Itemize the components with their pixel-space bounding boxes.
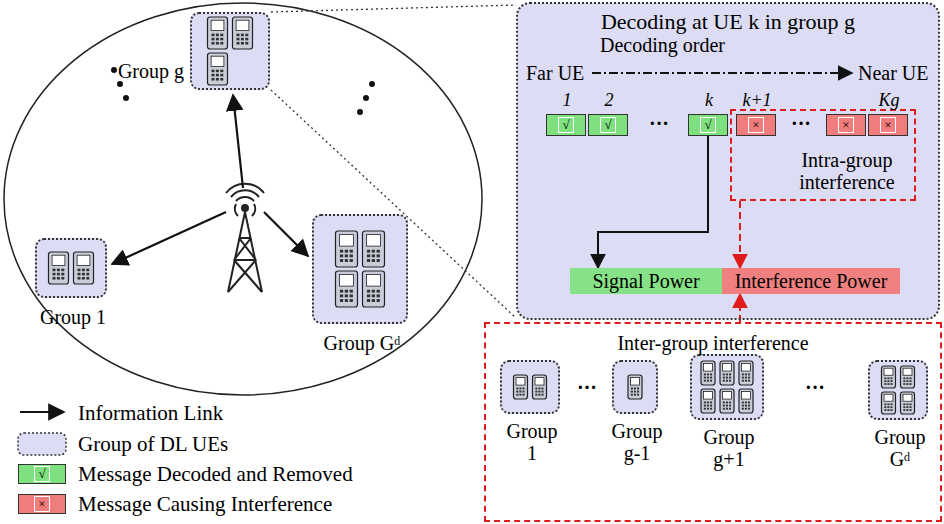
- message-cell: Kg×: [868, 114, 908, 136]
- heading-text: k: [689, 89, 729, 111]
- base-station-tower: [226, 184, 264, 292]
- heading-text: 1: [547, 89, 587, 111]
- ue-group-box: Group 1: [35, 238, 107, 298]
- node-text: √: [558, 117, 574, 133]
- connector-arrow: [739, 201, 741, 268]
- node-text: Group g: [112, 60, 184, 82]
- ellipsis: ···: [790, 376, 840, 398]
- legend-text: Message Decoded and Removed: [78, 462, 353, 486]
- ue-group-box: Group 1: [500, 360, 560, 414]
- inter-group-box: Inter-group interferenceGroup 1 Group g-1…: [484, 322, 942, 522]
- ue-group-box: Group g-1: [612, 360, 658, 414]
- ue-group-box: Group g+1: [690, 354, 764, 420]
- connector-arrow: [739, 294, 741, 322]
- message-cell: 2√: [588, 114, 628, 136]
- signal-power-bar: Signal Power: [570, 268, 722, 294]
- cell-ellipse: [4, 3, 482, 395]
- ue-group-box: Group Gᵈ: [868, 360, 928, 420]
- message-cell: k+1×: [736, 114, 776, 136]
- phone-icon: [692, 356, 762, 418]
- node-text: √: [700, 117, 716, 133]
- node-text: Group g-1: [608, 420, 666, 464]
- legend-text: Group of DL UEs: [78, 432, 228, 456]
- node-text: ×: [748, 117, 764, 133]
- information-link: [112, 95, 308, 264]
- legend-text: Information Link: [78, 401, 223, 425]
- phone-icon: [870, 362, 926, 418]
- phone-icon: [37, 240, 105, 296]
- zoom-line: [271, 5, 516, 12]
- phone-icon: [502, 362, 558, 412]
- interference-power-bar: Interference Power: [722, 268, 900, 294]
- legend-swatch: √: [18, 464, 66, 484]
- node-text: Group Gᵈ: [871, 426, 929, 470]
- legend-arrow-sample: [20, 411, 64, 413]
- panel-fill: [517, 3, 939, 319]
- node-text: Inter-group interference: [486, 332, 940, 354]
- heading-text: Kg: [869, 89, 909, 111]
- message-cell: k√: [688, 114, 728, 136]
- legend-group-sample: [18, 433, 66, 455]
- message-cell: ×: [826, 114, 866, 136]
- node-text: Group 1: [503, 420, 561, 464]
- node-text: Interference Power: [722, 270, 900, 292]
- node-text: √: [600, 117, 616, 133]
- ue-group-box: Group g: [190, 12, 270, 90]
- node-text: Decoding at UE k in group g: [518, 9, 938, 35]
- phone-icon: [614, 362, 656, 412]
- annotation-text: Decoding order: [600, 34, 740, 56]
- node-text: Group Gᵈ: [304, 332, 420, 354]
- node-text: ×: [880, 117, 896, 133]
- decoding-order-arrow: [592, 72, 852, 74]
- message-cell: 1√: [546, 114, 586, 136]
- legend-symbol: √: [34, 466, 50, 482]
- annotation-text: Far UE: [526, 62, 590, 84]
- node-text: ×: [838, 117, 854, 133]
- legend-text: Message Causing Interference: [78, 492, 332, 516]
- legend-symbol: ×: [34, 496, 50, 512]
- node-text: Intra-group interference: [788, 149, 906, 193]
- heading-text: 2: [589, 89, 629, 111]
- ellipsis: ···: [778, 112, 824, 134]
- ellipsis: ···: [564, 376, 610, 398]
- heading-text: k+1: [737, 89, 777, 111]
- node-text: Signal Power: [570, 270, 722, 292]
- annotation-text: Near UE: [858, 62, 934, 84]
- phone-icon: [192, 14, 268, 88]
- ue-group-box: Group Gᵈ: [312, 214, 408, 324]
- intra-group-box: Intra-group interferencek+1××Kg×: [730, 109, 916, 201]
- connector-arrow: [598, 136, 708, 268]
- node-text: Group g+1: [700, 426, 758, 470]
- decoding-panel: Decoding at UE k in group gSignal PowerI…: [516, 2, 940, 320]
- node-text: Group 1: [33, 306, 113, 328]
- legend-swatch: ×: [18, 494, 66, 514]
- phone-icon: [314, 216, 406, 322]
- ellipsis: ···: [634, 112, 684, 134]
